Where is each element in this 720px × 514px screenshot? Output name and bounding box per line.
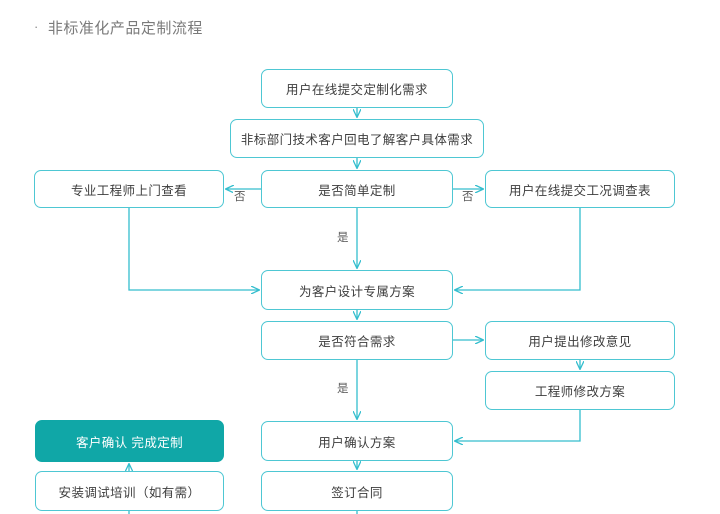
- flow-node-n11[interactable]: 用户确认方案: [261, 421, 453, 461]
- flow-node-label: 工程师修改方案: [534, 385, 626, 399]
- edge-n5-n6: [455, 208, 581, 290]
- flow-node-n1[interactable]: 用户在线提交定制化需求: [261, 69, 453, 108]
- flow-node-n10[interactable]: 客户确认 完成定制: [35, 420, 224, 462]
- flow-node-label: 用户提出修改意见: [528, 335, 632, 349]
- page-title-text: 非标准化产品定制流程: [47, 20, 203, 37]
- bullet-icon: ·: [34, 19, 39, 34]
- flow-node-n2[interactable]: 非标部门技术客户回电了解客户具体需求: [230, 119, 484, 158]
- flow-node-label: 为客户设计专属方案: [298, 284, 416, 299]
- flow-node-n5[interactable]: 用户在线提交工况调查表: [485, 170, 675, 208]
- flow-node-label: 用户在线提交工况调查表: [509, 183, 651, 198]
- edge-n9-n11: [455, 410, 581, 441]
- flow-node-label: 是否符合需求: [318, 335, 396, 349]
- flow-node-n7[interactable]: 是否符合需求: [261, 321, 453, 360]
- edge-label-e4: 是: [336, 382, 350, 396]
- flow-node-n4[interactable]: 是否简单定制: [261, 170, 453, 208]
- edge-n3-n6: [128, 208, 259, 290]
- edge-label-e1: 否: [233, 190, 247, 204]
- flow-node-n13[interactable]: 签订合同: [261, 471, 453, 511]
- page-title: · 非标准化产品定制流程: [34, 17, 203, 38]
- flow-node-label: 用户在线提交定制化需求: [286, 83, 428, 97]
- flow-node-label: 签订合同: [331, 485, 383, 500]
- edge-label-e3: 是: [336, 231, 350, 245]
- flow-node-n9[interactable]: 工程师修改方案: [485, 371, 675, 410]
- flow-node-label: 安装调试培训（如有需）: [58, 485, 201, 500]
- flow-node-n8[interactable]: 用户提出修改意见: [485, 321, 675, 360]
- edge-label-e2: 否: [461, 190, 475, 204]
- flow-node-label: 用户确认方案: [318, 435, 396, 450]
- flow-node-label: 非标部门技术客户回电了解客户具体需求: [240, 133, 474, 147]
- flow-node-n3[interactable]: 专业工程师上门查看: [34, 170, 224, 208]
- flow-node-n12[interactable]: 安装调试培训（如有需）: [35, 471, 224, 511]
- flow-node-n6[interactable]: 为客户设计专属方案: [261, 270, 453, 310]
- flow-node-label: 是否简单定制: [318, 183, 396, 198]
- flow-node-label: 客户确认 完成定制: [75, 435, 184, 450]
- flow-node-label: 专业工程师上门查看: [70, 183, 188, 198]
